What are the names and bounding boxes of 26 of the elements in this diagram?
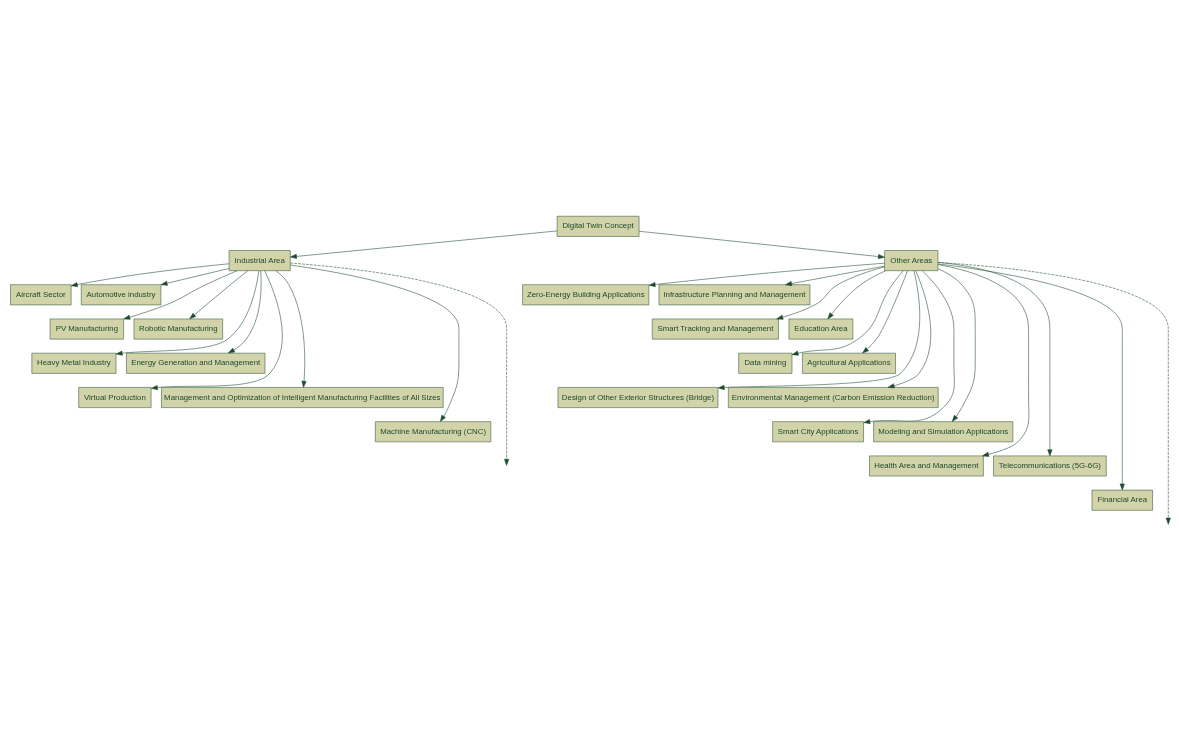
arrow xyxy=(290,264,460,422)
arrow xyxy=(827,269,887,319)
arrow xyxy=(937,263,1030,457)
arrow xyxy=(776,266,885,320)
arrow xyxy=(290,262,510,466)
arrow xyxy=(123,269,238,320)
arrow xyxy=(638,230,885,259)
arrow xyxy=(791,270,904,356)
arrow xyxy=(937,261,1053,456)
arrow xyxy=(785,265,885,286)
arrow xyxy=(189,269,248,319)
arrow xyxy=(862,270,908,353)
arrow xyxy=(70,263,230,287)
arrow xyxy=(863,270,955,424)
arrow xyxy=(887,270,931,388)
arrow xyxy=(275,269,307,388)
arrow xyxy=(937,263,1125,490)
arrow xyxy=(937,268,976,422)
arrow xyxy=(160,267,230,286)
arrow xyxy=(228,270,262,353)
arrow xyxy=(290,230,558,259)
arrow xyxy=(115,270,260,356)
arrow xyxy=(937,261,1171,525)
arrow xyxy=(648,262,885,287)
arrow xyxy=(717,270,921,390)
arrow xyxy=(151,269,283,390)
